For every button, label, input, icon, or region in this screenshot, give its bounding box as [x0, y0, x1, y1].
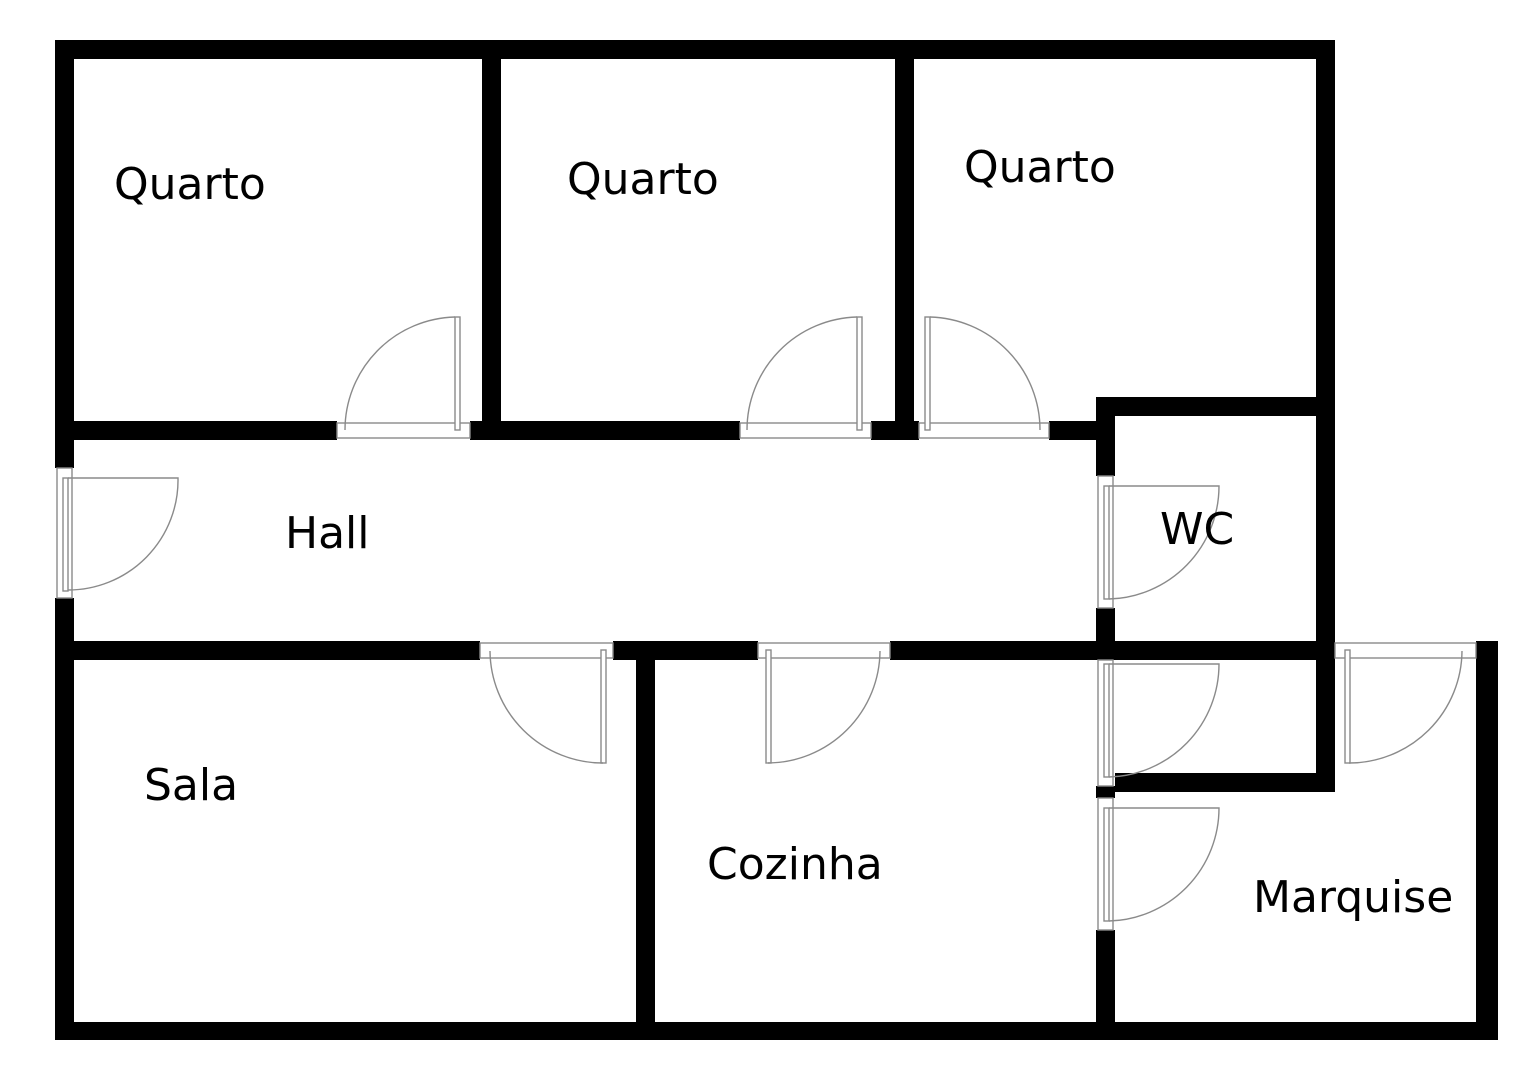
hall-top-wall-seg-3 [871, 421, 919, 440]
room-label-quarto-2: Quarto [567, 154, 719, 205]
outer-wall-top [55, 40, 1335, 59]
room-label-sala: Sala [144, 760, 239, 811]
marquise-top-door[interactable] [1334, 642, 1477, 764]
outer-wall-left-upper [55, 40, 74, 468]
room-label-quarto-1: Quarto [114, 159, 266, 210]
hall-bottom-wall-seg-1 [55, 641, 480, 660]
quarto-1-door[interactable] [336, 316, 471, 439]
room-label-cozinha: Cozinha [707, 839, 883, 890]
closet-door[interactable] [1097, 659, 1220, 787]
room-label-wc: WC [1160, 504, 1235, 555]
cozinha-wall-right-lower [1096, 930, 1115, 1040]
quarto-2-door[interactable] [739, 316, 872, 439]
doors [56, 316, 1477, 931]
hall-bottom-wall-seg-2 [613, 641, 758, 660]
wc-wall-top [1096, 397, 1335, 416]
quarto-3-door[interactable] [918, 316, 1050, 439]
marquise-wall-right [1476, 641, 1498, 1040]
partition-quarto-2-3 [895, 40, 914, 440]
cozinha-door[interactable] [757, 642, 891, 764]
wc-door[interactable] [1097, 475, 1220, 609]
entrance-door[interactable] [56, 467, 179, 599]
room-label-marquise: Marquise [1253, 872, 1454, 923]
cozinha-wall-right-stub [1096, 786, 1115, 798]
outer-wall-left-lower [55, 598, 74, 1040]
room-label-hall: Hall [285, 508, 370, 559]
partition-quarto-1-2 [482, 40, 501, 440]
closet-wall-bottom [1115, 773, 1335, 792]
walls [55, 40, 1498, 1040]
room-label-quarto-3: Quarto [964, 142, 1116, 193]
marquise-door[interactable] [1097, 797, 1220, 931]
sala-door[interactable] [479, 642, 614, 764]
hall-bottom-wall-seg-3 [890, 641, 1335, 660]
partition-sala-cozinha [636, 641, 655, 1040]
hall-top-wall-seg-2 [470, 421, 740, 440]
wc-wall-left-top [1096, 397, 1115, 476]
hall-top-wall-seg-1 [55, 421, 337, 440]
outer-wall-bottom [55, 1022, 1498, 1040]
